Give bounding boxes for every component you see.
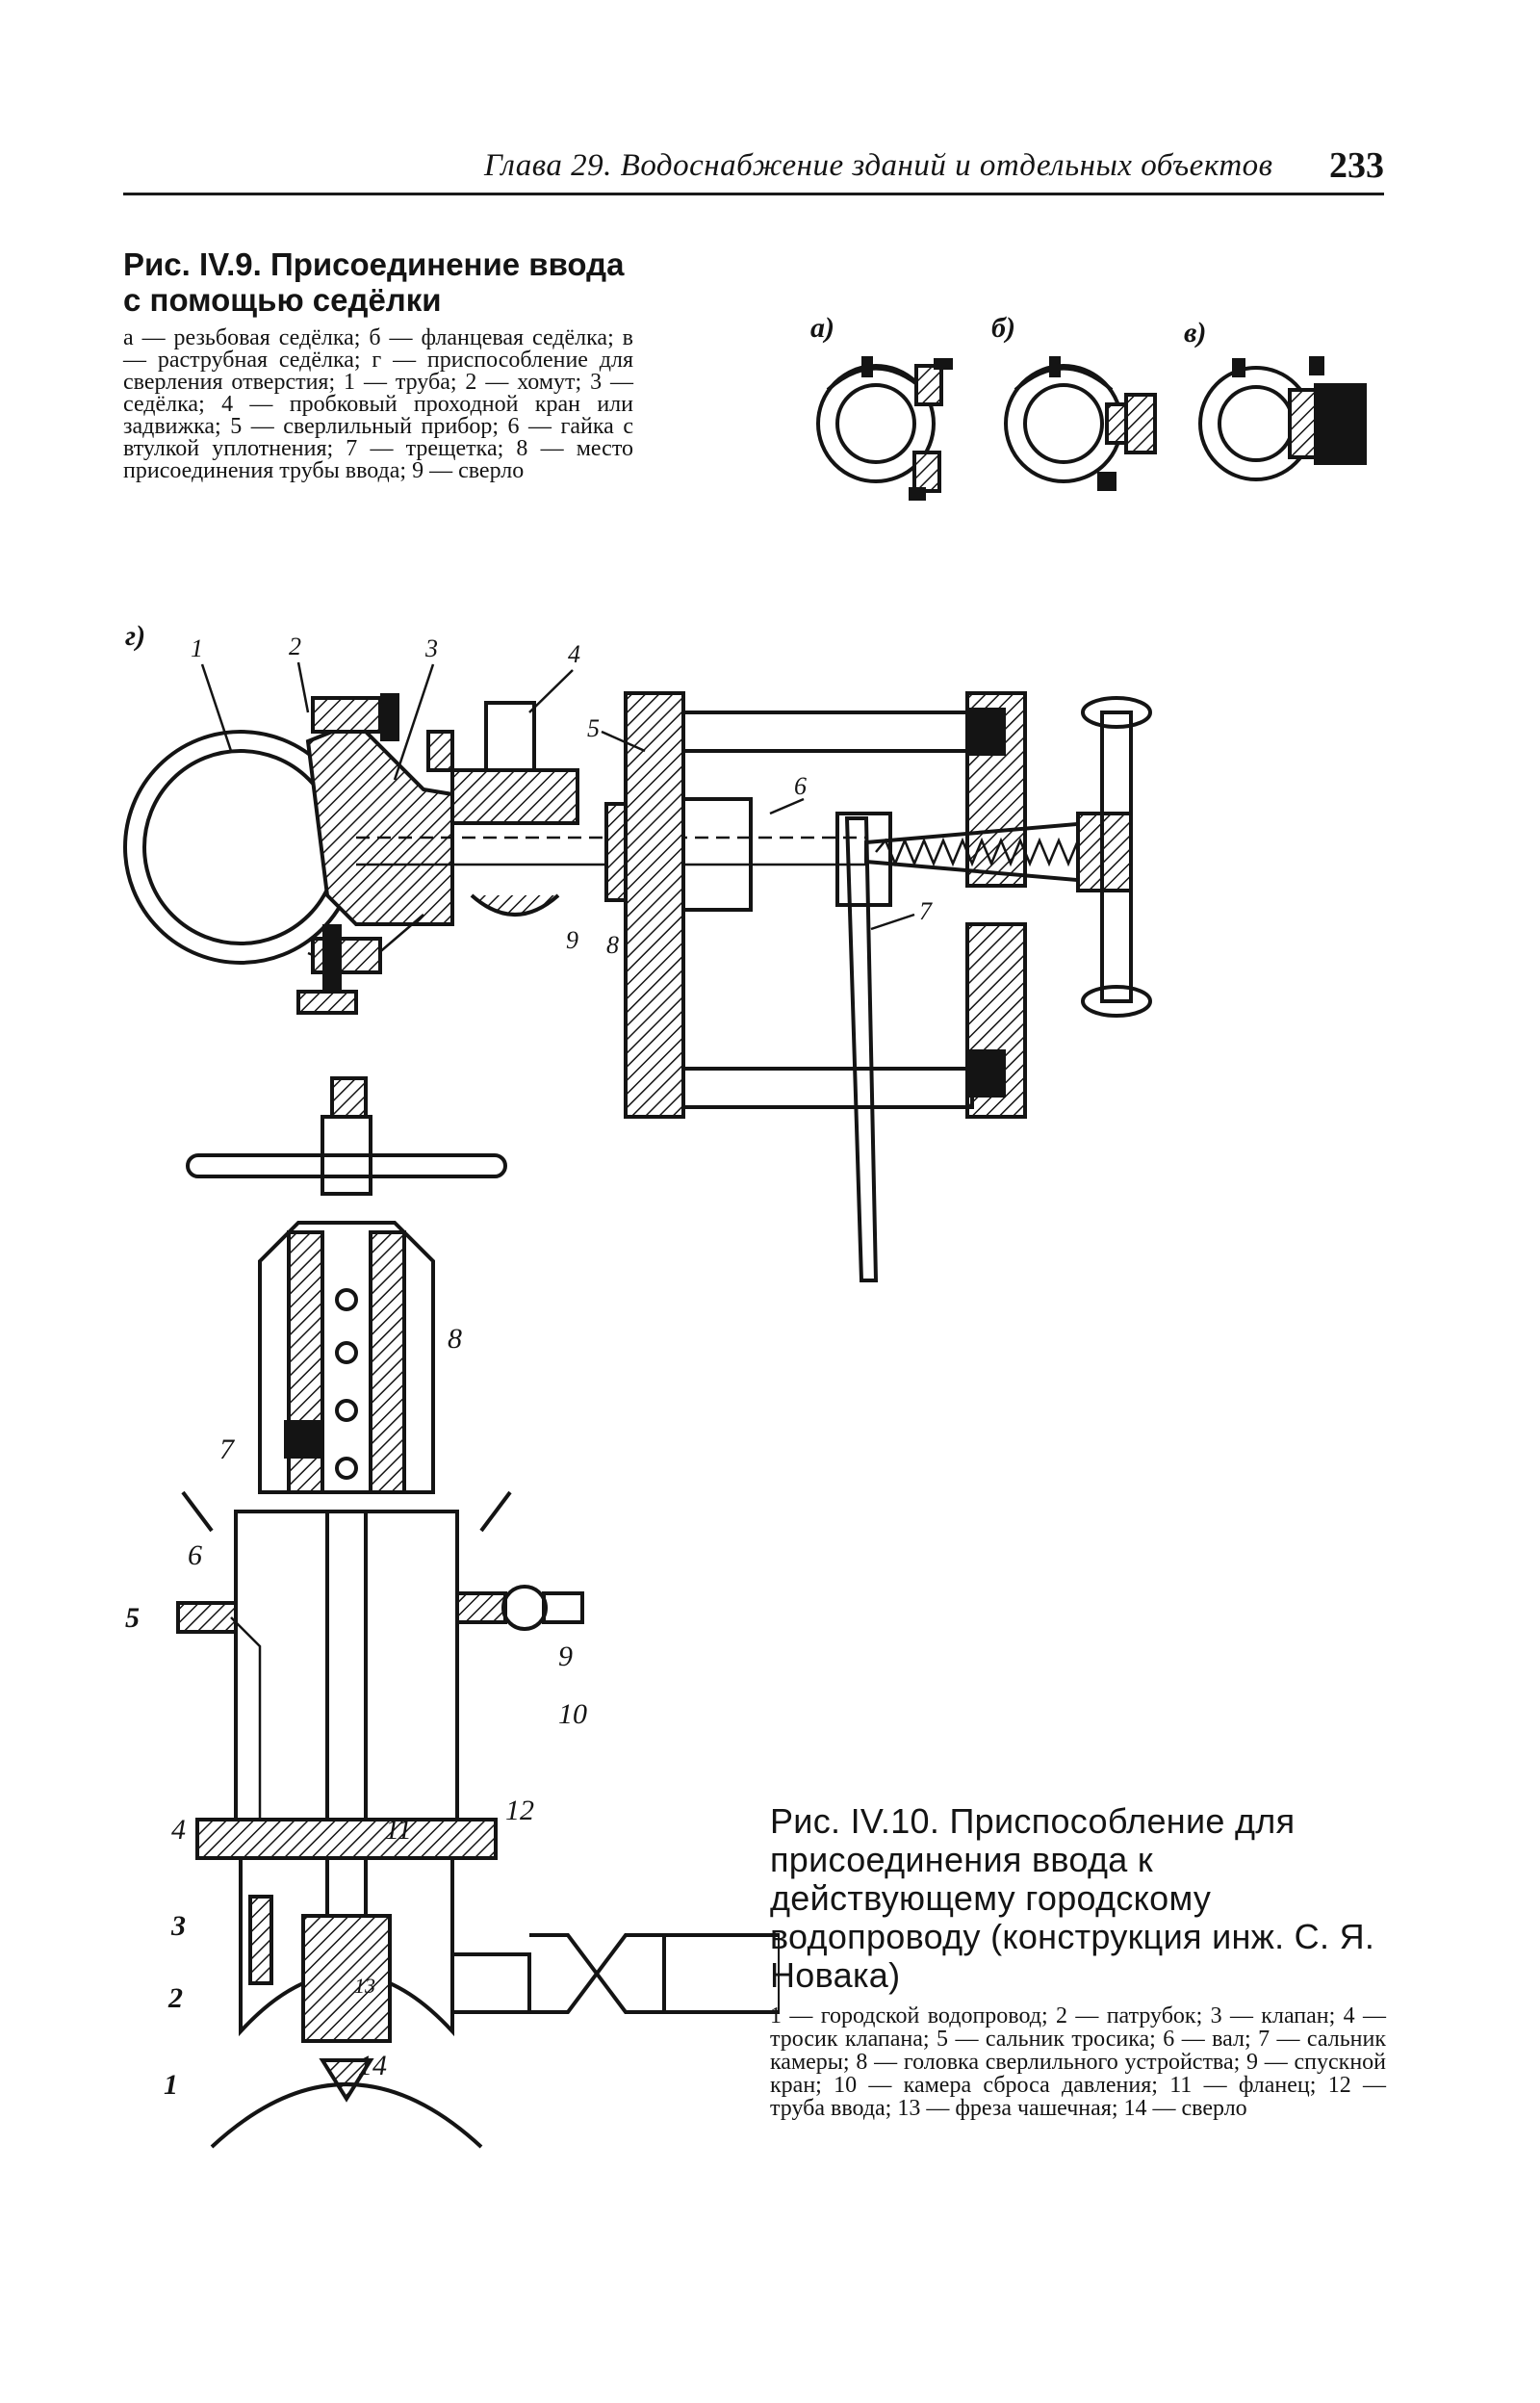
lower-body — [210, 1858, 780, 2149]
callout-5: 5 — [587, 714, 600, 742]
saddle-v-drawing — [1198, 356, 1367, 481]
figure-9-saddle-types: а) б) в) — [810, 312, 1367, 501]
figure-10-title: Рис. IV.10. Приспособление для присоедин… — [770, 1801, 1375, 1995]
callout-1: 1 — [191, 634, 203, 662]
figure-10-callouts: 1 2 3 4 5 6 7 8 9 10 11 12 13 14 — [125, 1323, 587, 2101]
figure-10-caption: Рис. IV.10. Приспособление для присоедин… — [770, 1801, 1386, 2121]
callout-10-7: 7 — [219, 1434, 236, 1465]
callout-10-9: 9 — [558, 1641, 573, 1672]
callout-10-4: 4 — [171, 1814, 186, 1846]
callout-6: 6 — [794, 772, 807, 800]
drilling-head — [258, 1221, 435, 1494]
ratchet-handle — [835, 812, 892, 1282]
callout-10-6: 6 — [188, 1539, 202, 1571]
drain-cock — [455, 1585, 584, 1631]
page-number: 233 — [1329, 145, 1384, 186]
callout-8: 8 — [606, 931, 619, 959]
panel-label-b: б) — [991, 312, 1015, 344]
figure-9-title: Рис. IV.9. Присоединение ввода с помощью… — [123, 246, 625, 318]
figure-10-legend: 1 — городской водопровод; 2 — патрубок; … — [770, 2003, 1386, 2121]
figure-9-caption: Рис. IV.9. Присоединение ввода с помощью… — [123, 246, 633, 482]
top-handle — [186, 1076, 507, 1196]
callout-2: 2 — [289, 633, 301, 660]
figure-9-callouts: 1 2 3 4 5 6 7 8 9 — [191, 633, 933, 959]
panel-label-g: г) — [125, 620, 145, 652]
panel-label-v: в) — [1184, 317, 1206, 349]
callout-10-13: 13 — [354, 1974, 375, 1998]
callout-7: 7 — [919, 897, 933, 925]
header-rule — [123, 193, 1384, 195]
callout-10-5: 5 — [125, 1602, 140, 1634]
callout-10-10: 10 — [558, 1698, 587, 1730]
callout-10-8: 8 — [448, 1323, 462, 1355]
callout-9: 9 — [566, 926, 578, 954]
callout-4: 4 — [568, 640, 580, 668]
saddle-b-drawing — [1004, 356, 1157, 491]
callout-10-11: 11 — [385, 1814, 412, 1846]
figure-9-drilling-device: г) — [123, 620, 1152, 1282]
cable-gland — [176, 1601, 273, 1985]
plug-valve — [426, 701, 579, 917]
saddle-and-clamp — [296, 693, 454, 1015]
callout-10-12: 12 — [505, 1795, 534, 1826]
page-header: Глава 29. Водоснабжение зданий и отдельн… — [123, 144, 1384, 194]
figure-10-drawing: 1 2 3 4 5 6 7 8 9 10 11 12 13 14 — [125, 1076, 780, 2149]
callout-3: 3 — [424, 634, 438, 662]
panel-label-a: а) — [810, 312, 834, 344]
drill-frame — [624, 691, 1027, 1119]
callout-10-2: 2 — [167, 1982, 183, 2014]
callout-10-3: 3 — [170, 1910, 186, 1942]
callout-10-1: 1 — [164, 2069, 178, 2101]
running-head: Глава 29. Водоснабжение зданий и отдельн… — [484, 148, 1273, 183]
callout-10-14: 14 — [358, 2050, 387, 2081]
saddle-a-drawing — [816, 356, 953, 501]
pressure-chamber — [181, 1490, 512, 1916]
figure-9-legend: а — резьбовая седёлка; б — фланцевая сед… — [123, 325, 633, 483]
